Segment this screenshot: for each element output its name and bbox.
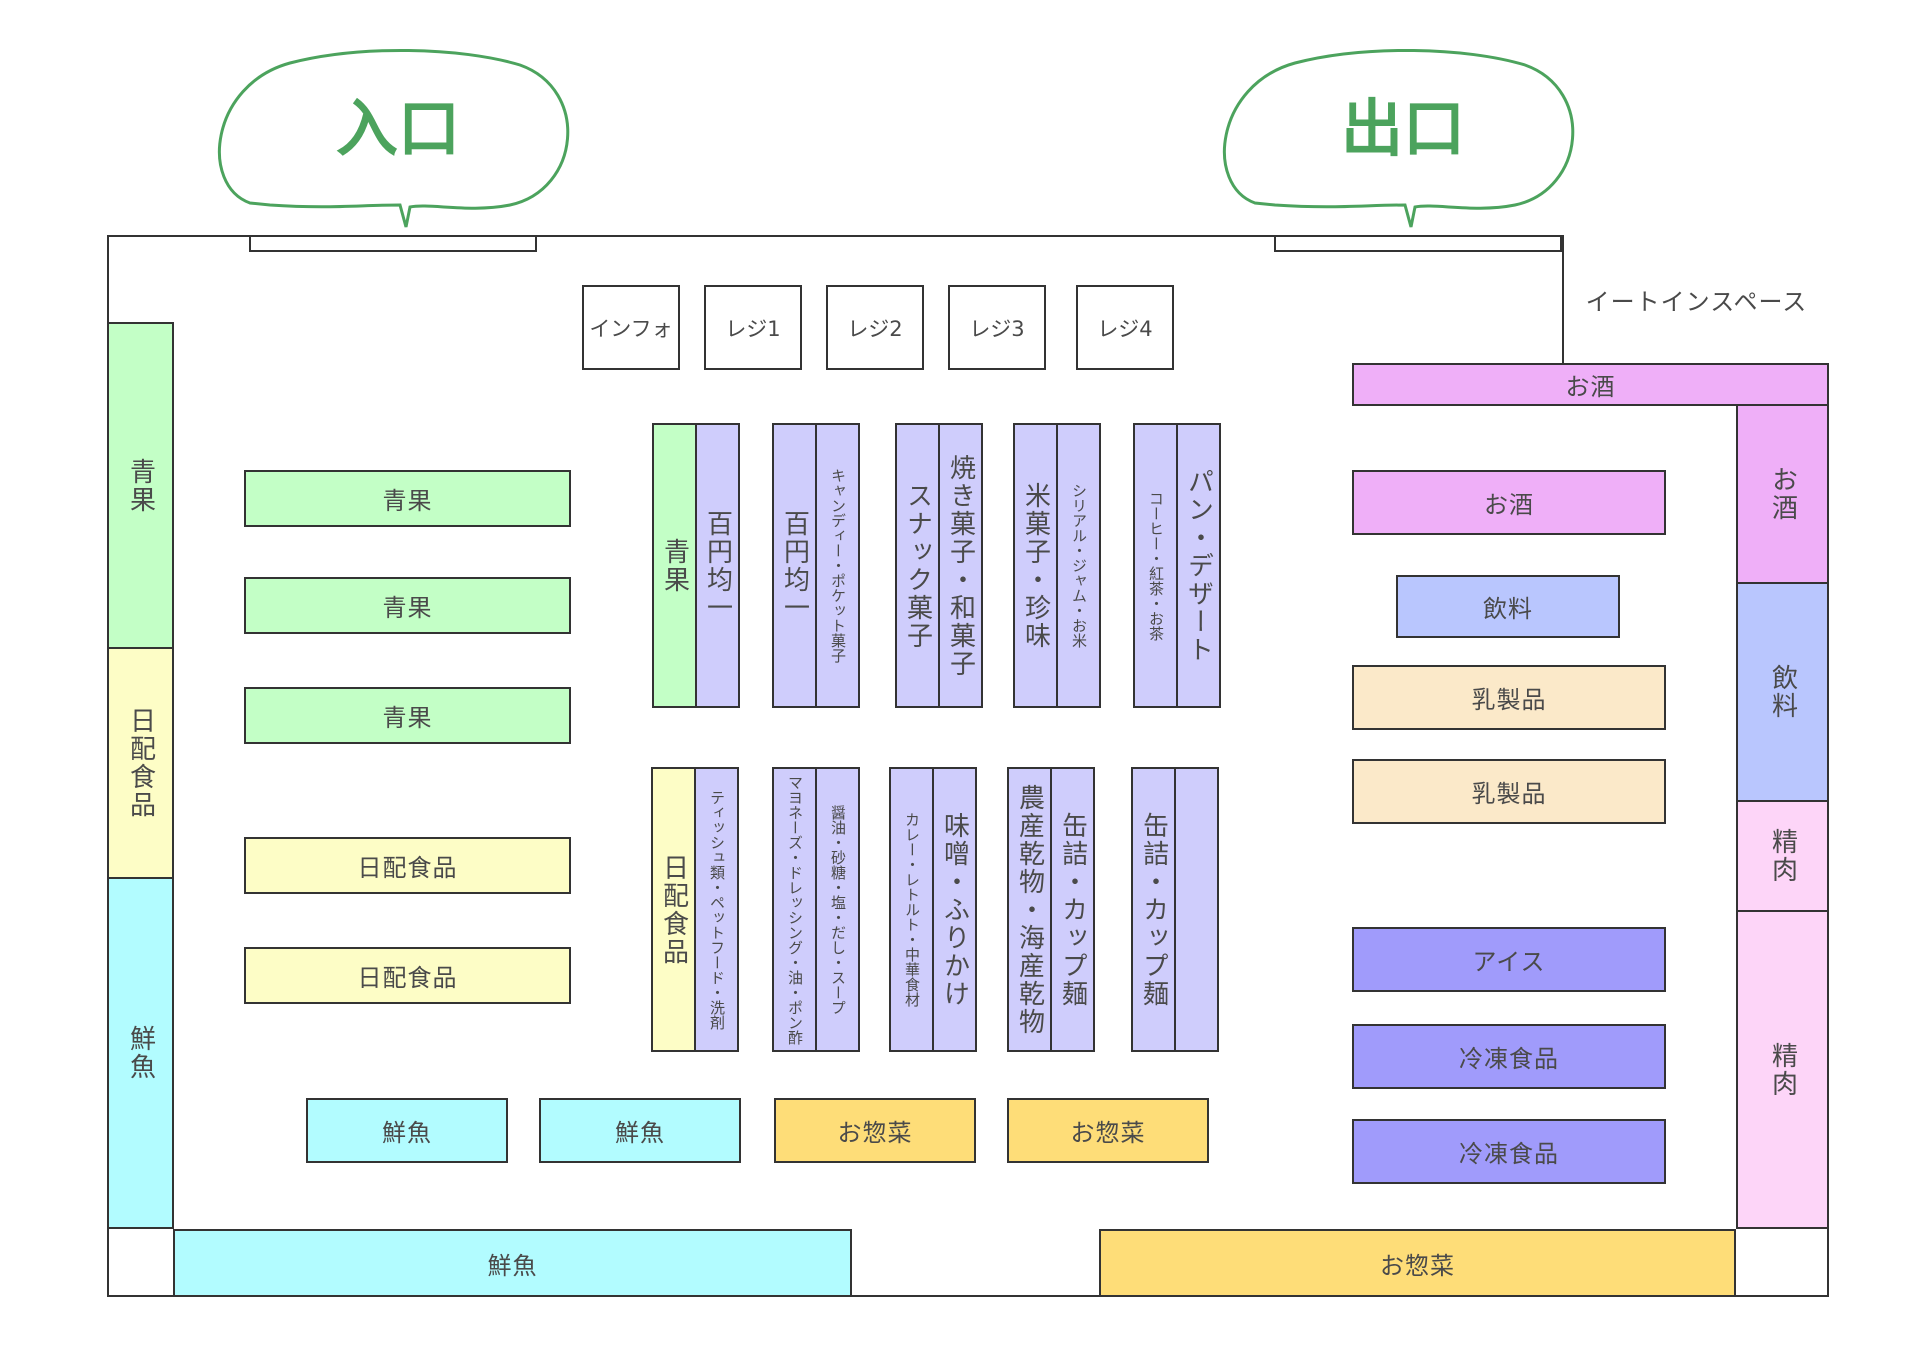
entrance-door — [249, 235, 537, 252]
deli-shelf-1: お惣菜 — [774, 1098, 976, 1163]
ice-cream-shelf: アイス — [1352, 927, 1666, 992]
left-wall-daily: 日配食品 — [107, 647, 174, 879]
right-wall-drinks: 飲料 — [1736, 582, 1829, 802]
sake-shelf: お酒 — [1352, 470, 1666, 535]
deli-shelf-2: お惣菜 — [1007, 1098, 1209, 1163]
aisle-1-right: 百円均一 — [695, 423, 740, 708]
fish-shelf-2: 鮮魚 — [539, 1098, 741, 1163]
entrance-label: 入口 — [336, 92, 460, 165]
eat-in-space: イートインスペース — [1562, 235, 1829, 365]
right-wall-meat-1: 精肉 — [1736, 800, 1829, 912]
aisle-b4-right: 缶詰・カップ麺 — [1050, 767, 1095, 1052]
aisle-3-left: スナック菓子 — [895, 423, 940, 708]
right-wall-sake: お酒 — [1736, 404, 1829, 584]
aisle-2-left: 百円均一 — [772, 423, 817, 708]
fish-shelf-1: 鮮魚 — [306, 1098, 508, 1163]
aisle-2-right: キャンディー・ポケット菓子 — [815, 423, 860, 708]
aisle-5-left: コーヒー・紅茶・お茶 — [1133, 423, 1178, 708]
exit-door — [1274, 235, 1562, 252]
bottom-wall-fish: 鮮魚 — [173, 1229, 852, 1297]
aisle-b5-right — [1174, 767, 1219, 1052]
register-4: レジ4 — [1076, 285, 1174, 370]
info-counter: インフォ — [582, 285, 680, 370]
left-wall-produce: 青果 — [107, 322, 174, 649]
dairy-shelf-2: 乳製品 — [1352, 759, 1666, 824]
aisle-4-left: 米菓子・珍味 — [1013, 423, 1058, 708]
bottom-wall-deli: お惣菜 — [1099, 1229, 1736, 1297]
aisle-4-right: シリアル・ジャム・お米 — [1056, 423, 1101, 708]
exit-label: 出口 — [1341, 92, 1465, 165]
aisle-b2-left: マヨネーズ・ドレッシング・油・ポン酢 — [772, 767, 817, 1052]
produce-shelf-3: 青果 — [244, 687, 571, 744]
aisle-b1-right: ティッシュ類・ペットフード・洗剤 — [694, 767, 739, 1052]
aisle-b4-left: 農産乾物・海産乾物 — [1007, 767, 1052, 1052]
entrance-bubble: 入口 — [218, 49, 570, 228]
dairy-shelf-1: 乳製品 — [1352, 665, 1666, 730]
aisle-b3-left: カレー・レトルト・中華食材 — [889, 767, 934, 1052]
drinks-shelf: 飲料 — [1396, 575, 1620, 638]
aisle-1-left: 青果 — [652, 423, 697, 708]
aisle-3-right: 焼き菓子・和菓子 — [938, 423, 983, 708]
aisle-5-right: パン・デザート — [1176, 423, 1221, 708]
aisle-b3-right: 味噌・ふりかけ — [932, 767, 977, 1052]
daily-shelf-1: 日配食品 — [244, 837, 571, 894]
left-wall-fish: 鮮魚 — [107, 877, 174, 1229]
register-2: レジ2 — [826, 285, 924, 370]
produce-shelf-2: 青果 — [244, 577, 571, 634]
exit-bubble: 出口 — [1223, 49, 1575, 228]
right-wall-meat-2: 精肉 — [1736, 910, 1829, 1229]
frozen-shelf-2: 冷凍食品 — [1352, 1119, 1666, 1184]
register-1: レジ1 — [704, 285, 802, 370]
daily-shelf-2: 日配食品 — [244, 947, 571, 1004]
aisle-b1-left: 日配食品 — [651, 767, 696, 1052]
sake-top-bar: お酒 — [1352, 363, 1829, 406]
produce-shelf-1: 青果 — [244, 470, 571, 527]
aisle-b5-left: 缶詰・カップ麺 — [1131, 767, 1176, 1052]
frozen-shelf-1: 冷凍食品 — [1352, 1024, 1666, 1089]
aisle-b2-right: 醤油・砂糖・塩・だし・スープ — [815, 767, 860, 1052]
register-3: レジ3 — [948, 285, 1046, 370]
